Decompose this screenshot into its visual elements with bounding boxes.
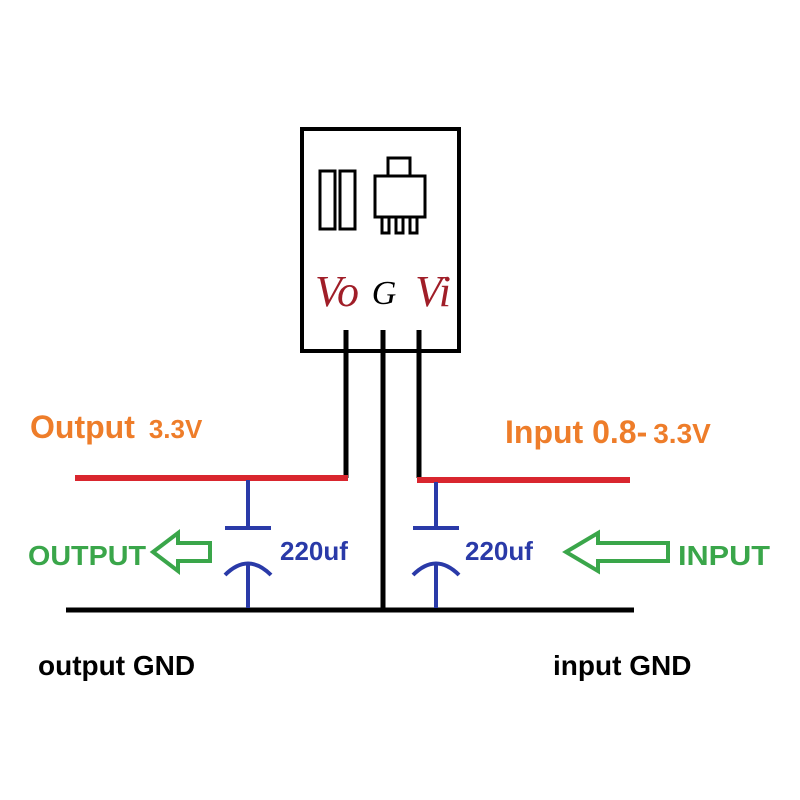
pin-label-g: G bbox=[372, 275, 397, 312]
input-capacitor-symbol bbox=[411, 482, 461, 608]
input-voltage-title: Input 0.8-3.3V bbox=[505, 414, 711, 450]
pin-label-vo: Vo bbox=[315, 267, 359, 316]
module-capacitor-icon bbox=[318, 169, 357, 231]
output-gnd-label: output GND bbox=[38, 650, 195, 681]
output-capacitor-symbol bbox=[223, 480, 273, 608]
regulator-leads bbox=[343, 330, 422, 610]
input-gnd-label: input GND bbox=[553, 650, 691, 681]
input-arrow-icon bbox=[562, 529, 670, 575]
pin-label-vi: Vi bbox=[415, 267, 451, 316]
output-direction-label: OUTPUT bbox=[28, 540, 146, 571]
output-arrow-icon bbox=[149, 528, 212, 576]
output-capacitor-value: 220uf bbox=[280, 536, 348, 566]
regulator-module bbox=[300, 127, 461, 353]
module-chip-icon bbox=[373, 156, 427, 235]
input-capacitor-value: 220uf bbox=[465, 536, 533, 566]
input-direction-label: INPUT bbox=[678, 540, 770, 571]
